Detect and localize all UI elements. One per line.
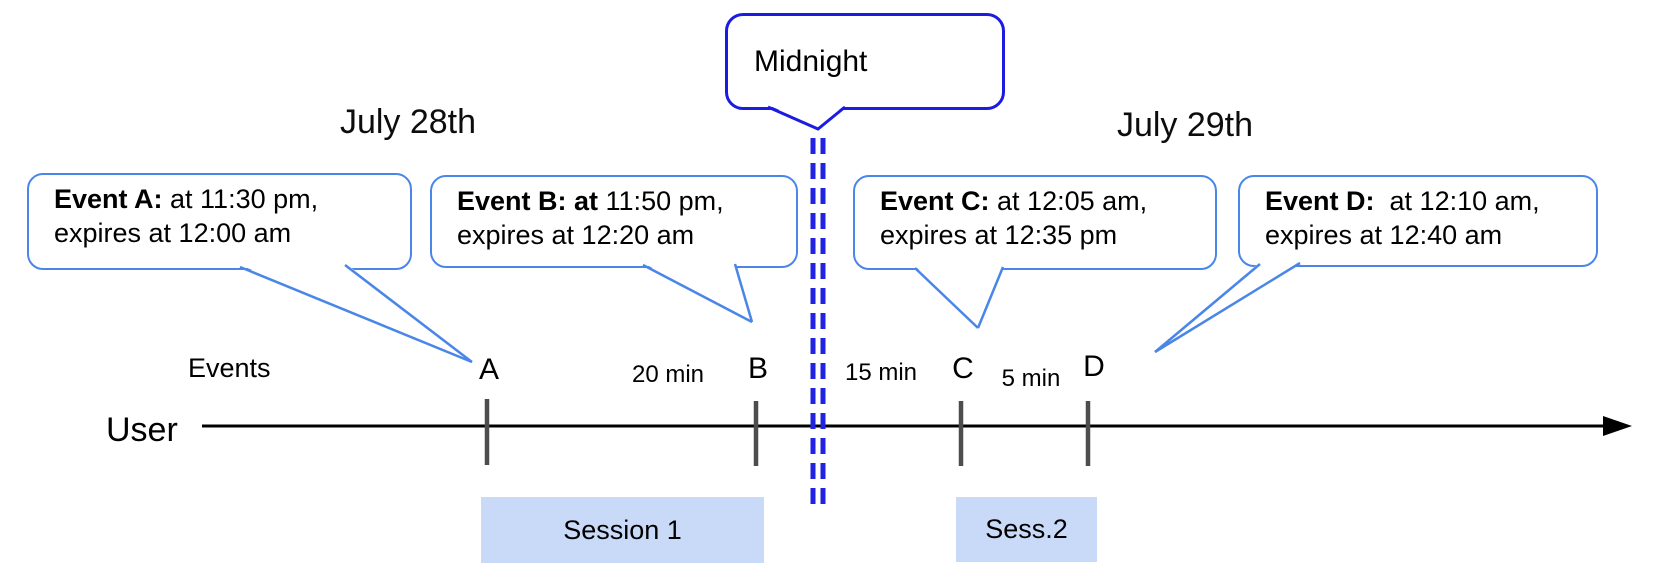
marker-label-c: C <box>952 352 974 385</box>
arrowhead-icon <box>1603 416 1632 436</box>
event-d-line2: expires at 12:40 am <box>1265 220 1503 250</box>
interval-label-20min: 20 min <box>631 361 705 388</box>
midnight-dashed-line <box>810 138 826 512</box>
event-b-callout-tail <box>642 262 754 324</box>
midnight-callout: Midnight <box>725 13 1005 110</box>
session-2-box: Sess.2 <box>956 497 1097 562</box>
timeline-axis <box>202 416 1632 436</box>
event-b-line1: Event B: at 11:50 pm, <box>457 186 724 216</box>
event-a-callout-tail <box>239 263 473 364</box>
event-c-callout: Event C: at 12:05 am, expires at 12:35 p… <box>853 175 1217 270</box>
marker-label-b: B <box>747 352 769 385</box>
event-d-callout-tail <box>1154 261 1301 354</box>
event-a-line1: Event A: at 11:30 pm, <box>54 184 319 214</box>
midnight-label: Midnight <box>754 44 868 78</box>
events-row-label: Events <box>188 353 271 383</box>
user-axis-label: User <box>106 411 178 449</box>
date-heading-july-29: July 29th <box>1116 106 1254 144</box>
event-a-callout: Event A: at 11:30 pm, expires at 12:00 a… <box>27 173 412 270</box>
event-tick-marks <box>484 399 1091 466</box>
event-c-line1: Event C: at 12:05 am, <box>880 186 1148 216</box>
interval-label-5min: 5 min <box>1001 365 1061 392</box>
session-1-box: Session 1 <box>481 497 764 563</box>
event-c-callout-tail <box>914 266 1005 329</box>
session-2-label: Sess.2 <box>985 514 1068 544</box>
date-heading-july-28: July 28th <box>339 103 477 141</box>
marker-label-a: A <box>478 353 500 386</box>
event-a-line2: expires at 12:00 am <box>54 218 292 248</box>
session-1-label: Session 1 <box>563 514 682 545</box>
event-b-callout: Event B: at 11:50 pm, expires at 12:20 a… <box>430 175 798 268</box>
event-d-line1: Event D: at 12:10 am, <box>1265 186 1540 216</box>
interval-label-15min: 15 min <box>844 359 918 386</box>
marker-label-d: D <box>1083 350 1105 383</box>
event-c-line2: expires at 12:35 pm <box>880 220 1118 250</box>
event-d-callout: Event D: at 12:10 am, expires at 12:40 a… <box>1238 175 1598 267</box>
event-b-line2: expires at 12:20 am <box>457 220 695 250</box>
